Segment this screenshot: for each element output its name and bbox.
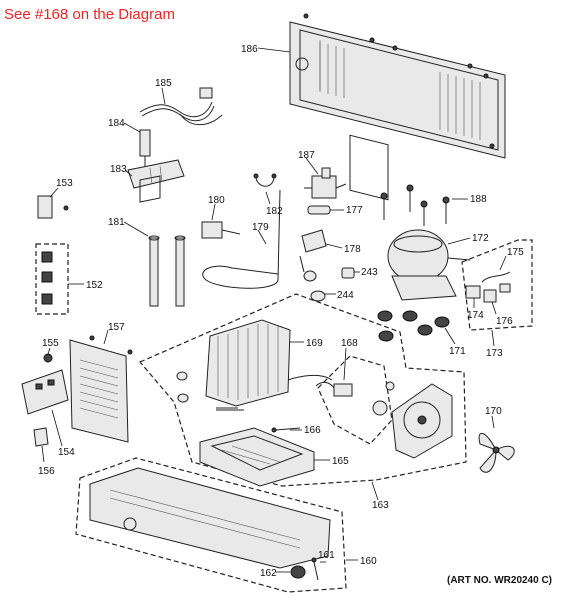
callout-156: 156	[38, 466, 55, 477]
callout-160: 160	[360, 556, 377, 567]
callout-187: 187	[298, 150, 315, 161]
callout-163: 163	[372, 500, 389, 511]
callout-243: 243	[361, 267, 378, 278]
callout-185: 185	[155, 78, 172, 89]
part-179-tube[interactable]	[202, 189, 281, 289]
part-244-grommets[interactable]	[303, 270, 326, 302]
callout-183: 183	[110, 164, 127, 175]
callout-179: 179	[252, 222, 269, 233]
callout-172: 172	[472, 233, 489, 244]
part-181-tubes[interactable]	[148, 235, 186, 307]
part-184-component[interactable]	[139, 129, 151, 170]
part-183-bracket[interactable]	[127, 159, 185, 203]
callout-154: 154	[58, 447, 75, 458]
part-175-wire[interactable]	[481, 271, 511, 293]
group-168-outline	[317, 355, 393, 445]
art-number: (ART NO. WR20240 C)	[447, 575, 553, 586]
part-180-fitting[interactable]	[201, 221, 241, 239]
part-172-compressor[interactable]	[387, 229, 471, 301]
callout-152: 152	[86, 280, 103, 291]
callout-180: 180	[208, 195, 225, 206]
callout-178: 178	[344, 244, 361, 255]
part-177-pin[interactable]	[307, 205, 331, 215]
part-174-relay[interactable]	[465, 285, 481, 299]
part-156-bracket[interactable]	[33, 427, 49, 447]
part-153-switch[interactable]	[37, 195, 69, 219]
diagram-reference-link[interactable]: See #168 on the Diagram	[4, 6, 175, 23]
part-165-drain-pan[interactable]	[199, 427, 315, 487]
callout-181: 181	[108, 217, 125, 228]
part-168-fan-motor[interactable]	[315, 381, 353, 397]
callout-166: 166	[304, 425, 321, 436]
part-169-condenser-coil[interactable]	[205, 319, 333, 407]
part-161-pin[interactable]	[311, 557, 319, 581]
group-160-outline	[75, 457, 347, 593]
part-188-screws[interactable]	[380, 184, 450, 226]
part-186-rear-panel[interactable]	[289, 13, 506, 201]
callout-244: 244	[337, 290, 354, 301]
part-160-base-pan[interactable]	[89, 467, 331, 569]
callout-162: 162	[260, 568, 277, 579]
part-166-screws[interactable]	[216, 409, 301, 433]
callout-153: 153	[56, 178, 73, 189]
callout-176: 176	[496, 316, 513, 327]
callout-173: 173	[486, 348, 503, 359]
callout-161: 161	[318, 550, 335, 561]
part-157-access-cover[interactable]	[69, 335, 133, 443]
callout-186: 186	[241, 44, 258, 55]
callout-157: 157	[108, 322, 125, 333]
callout-182: 182	[266, 206, 283, 217]
part-170-fan-blade[interactable]	[478, 433, 515, 473]
part-152-connectors[interactable]	[41, 251, 53, 305]
callout-155: 155	[42, 338, 59, 349]
callout-171: 171	[449, 346, 466, 357]
part-155-fastener[interactable]	[43, 353, 53, 363]
callout-177: 177	[346, 205, 363, 216]
group-152-outline	[35, 243, 69, 315]
part-187-valve[interactable]	[304, 167, 347, 199]
callout-174: 174	[467, 310, 484, 321]
fan-shroud[interactable]	[372, 381, 453, 459]
callout-188: 188	[470, 194, 487, 205]
callout-175: 175	[507, 247, 524, 258]
callout-168: 168	[341, 338, 358, 349]
group-173-outline	[461, 239, 533, 331]
callout-184: 184	[108, 118, 125, 129]
callout-165: 165	[332, 456, 349, 467]
part-154-control-board[interactable]	[21, 369, 69, 415]
part-162-roller[interactable]	[290, 565, 306, 579]
part-185-wire-harness[interactable]	[139, 87, 223, 126]
part-243-grommet[interactable]	[341, 267, 355, 279]
group-163-outline	[139, 293, 467, 487]
grommet-small-2	[177, 393, 189, 403]
callout-169: 169	[306, 338, 323, 349]
callout-170: 170	[485, 406, 502, 417]
part-176-overload[interactable]	[483, 289, 497, 303]
part-182-clip[interactable]	[253, 173, 277, 187]
grommet-small	[176, 371, 188, 381]
part-178-bracket[interactable]	[299, 229, 327, 273]
part-171-grommets[interactable]	[377, 310, 450, 342]
